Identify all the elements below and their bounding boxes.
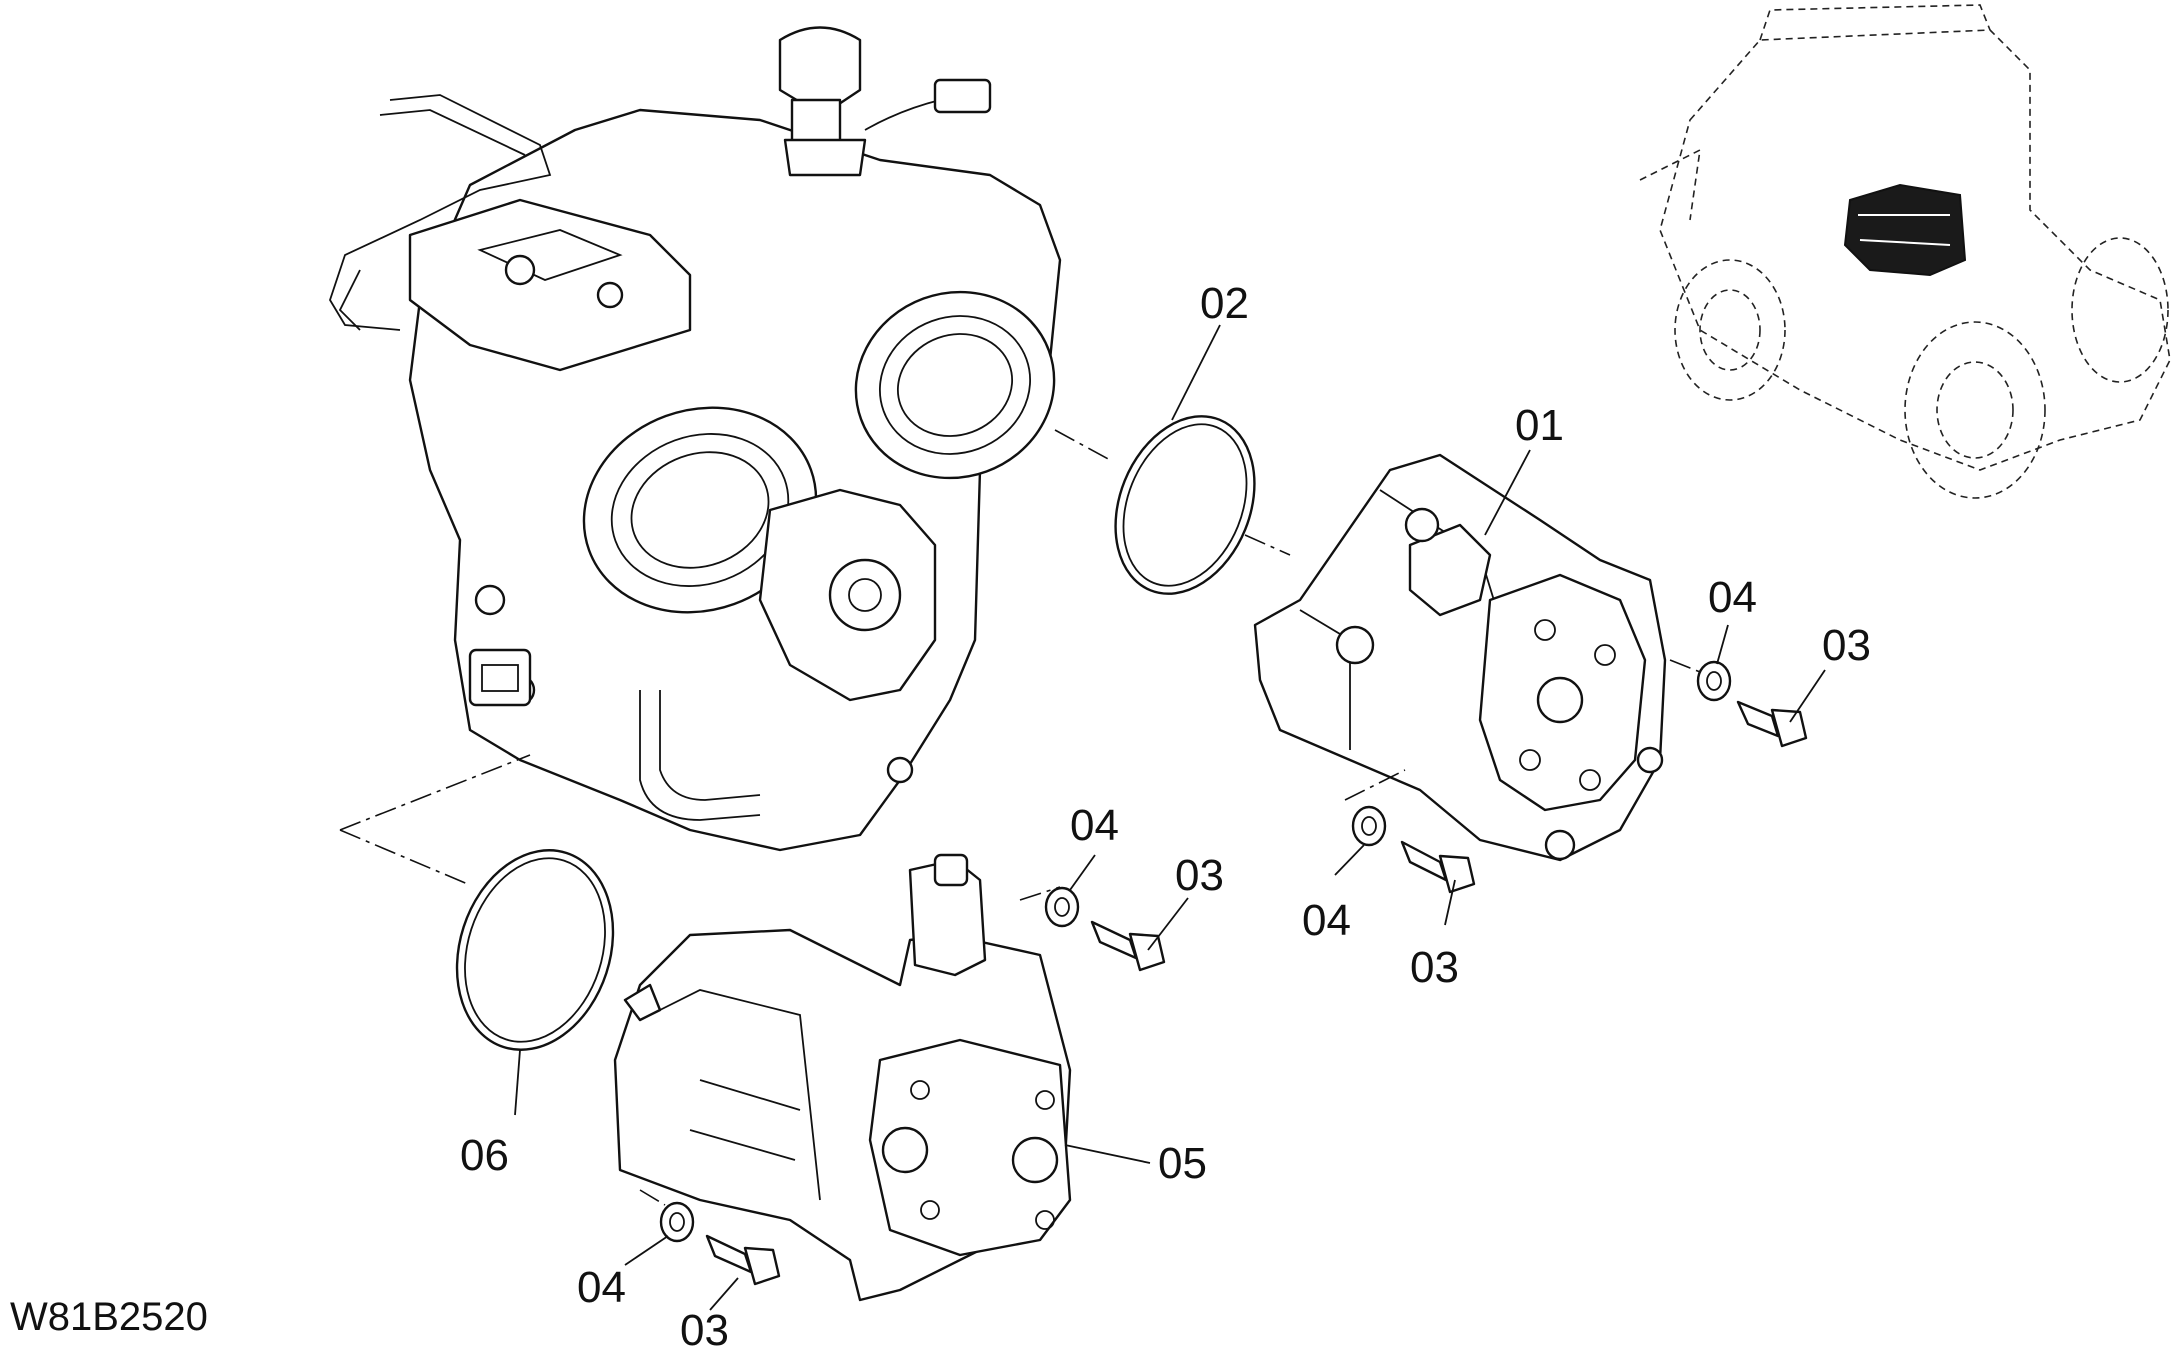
gearbox-housing bbox=[329, 26, 1062, 852]
callout-03-mid-right: 03 bbox=[1410, 943, 1459, 992]
washer-04-right bbox=[1696, 660, 1732, 702]
bolt-03-mid-right bbox=[1400, 840, 1476, 894]
bolt-03-lower-top bbox=[1090, 920, 1166, 972]
assembly-center-lines bbox=[339, 429, 1701, 1206]
callout-02: 02 bbox=[1200, 279, 1249, 328]
callout-04-lower-bottom: 04 bbox=[577, 1263, 626, 1312]
callout-01: 01 bbox=[1515, 401, 1564, 450]
bolt-03-lower-bottom bbox=[705, 1234, 781, 1286]
leader-lines bbox=[514, 324, 1826, 1311]
callout-04-mid-right: 04 bbox=[1302, 896, 1351, 945]
callout-03-right: 03 bbox=[1822, 621, 1871, 670]
drawing-code: W81B2520 bbox=[10, 1295, 208, 1339]
callout-04-right: 04 bbox=[1708, 573, 1757, 622]
callout-05: 05 bbox=[1158, 1139, 1207, 1188]
callout-04-lower-top: 04 bbox=[1070, 801, 1119, 850]
hydraulic-motor-05 bbox=[613, 853, 1072, 1302]
washer-04-lower-top bbox=[1044, 886, 1080, 928]
o-ring-02 bbox=[1114, 415, 1256, 595]
callout-labels: 02 01 04 03 04 03 04 03 05 06 04 03 bbox=[460, 279, 1871, 1355]
callout-03-lower-top: 03 bbox=[1175, 851, 1224, 900]
machine-overview bbox=[1639, 4, 2171, 499]
washer-04-lower-bottom bbox=[659, 1201, 695, 1243]
callout-03-lower-bottom: 03 bbox=[680, 1306, 729, 1355]
hydraulic-motor-01 bbox=[1253, 453, 1667, 862]
washer-04-mid-right bbox=[1351, 805, 1387, 847]
o-ring-06 bbox=[455, 849, 615, 1051]
bolt-03-right bbox=[1736, 700, 1808, 748]
callout-06: 06 bbox=[460, 1131, 509, 1180]
